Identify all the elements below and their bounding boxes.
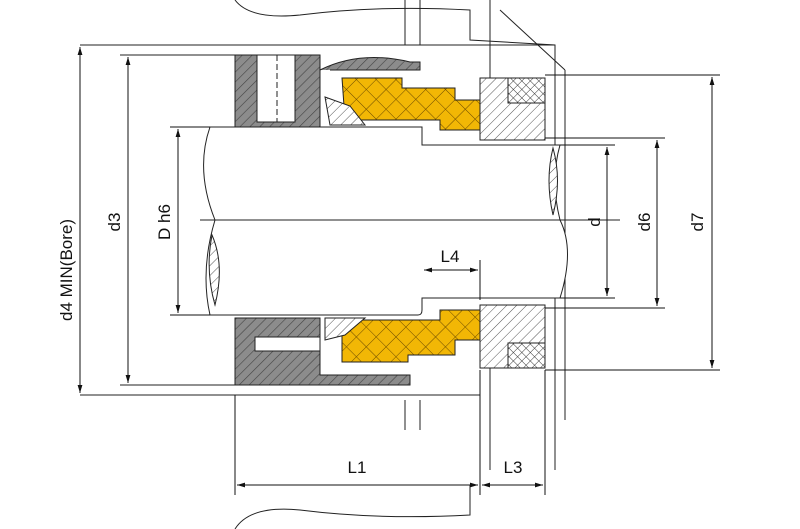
label-d7: d7 bbox=[688, 213, 707, 232]
bellows bbox=[324, 77, 481, 363]
drive-collar bbox=[234, 54, 421, 386]
label-d: d bbox=[585, 217, 604, 226]
label-d3: d3 bbox=[105, 213, 124, 232]
housing-outline bbox=[80, 0, 566, 529]
label-L4: L4 bbox=[441, 247, 460, 266]
label-L3: L3 bbox=[504, 458, 523, 477]
label-d4: d4 MIN(Bore) bbox=[57, 219, 76, 321]
label-L1: L1 bbox=[348, 458, 367, 477]
shaft bbox=[200, 126, 620, 316]
label-d6: d6 bbox=[635, 213, 654, 232]
stationary-seat bbox=[479, 77, 546, 369]
label-D-h6: D h6 bbox=[155, 204, 174, 240]
dimension-lines bbox=[77, 47, 720, 495]
